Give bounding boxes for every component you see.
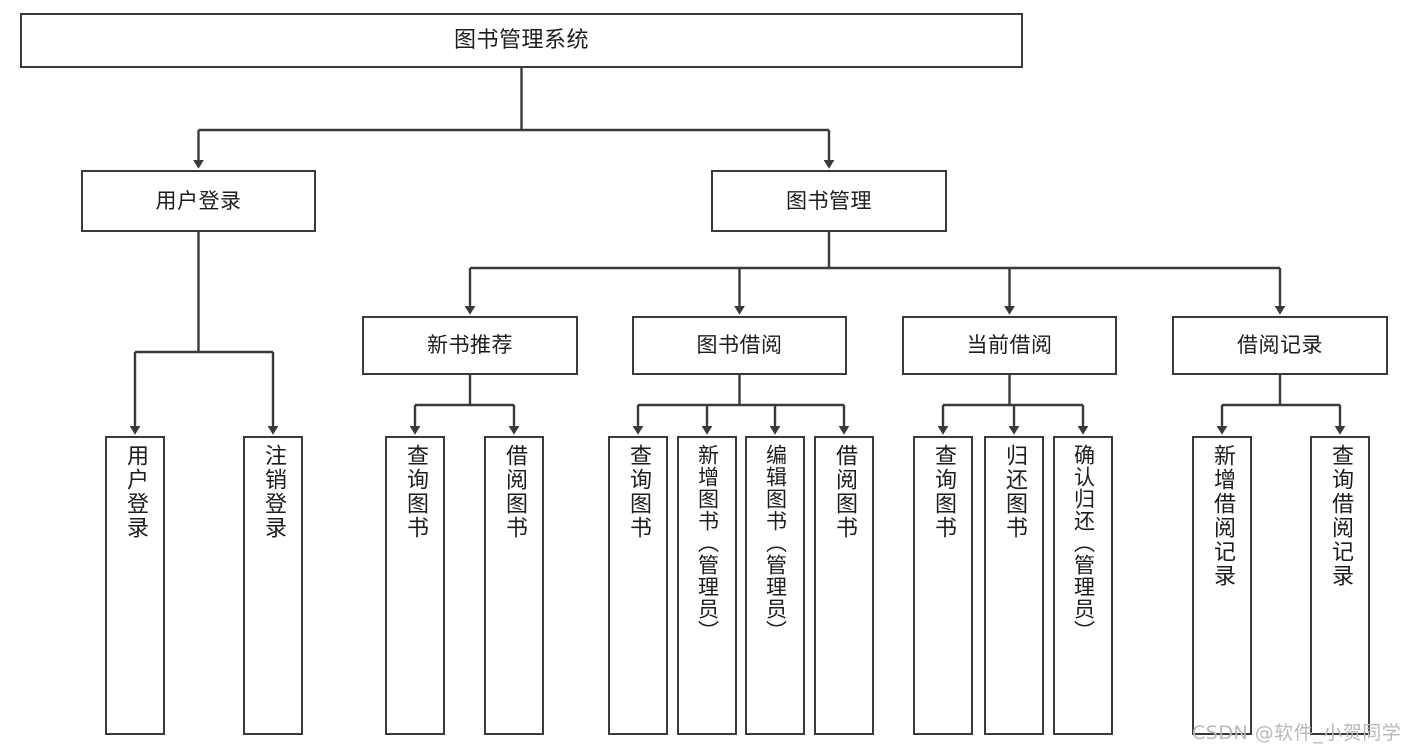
node-borrow-record[interactable]: 借阅记录 (1172, 316, 1388, 375)
node-label-current-borrow: 当前借阅 (966, 333, 1053, 358)
node-label-leaf-confirm-return: 确认归还（管理员） (1071, 444, 1096, 642)
node-leaf-query-record[interactable]: 查询借阅记录 (1310, 436, 1370, 735)
node-user-login[interactable]: 用户登录 (81, 170, 316, 232)
node-leaf-query-book-2[interactable]: 查询图书 (608, 436, 668, 735)
csdn-watermark: CSDN @软件_小贺同学 (1192, 722, 1402, 744)
node-leaf-borrow-book-1[interactable]: 借阅图书 (484, 436, 544, 735)
node-leaf-query-book-3[interactable]: 查询图书 (913, 436, 973, 735)
node-leaf-query-book-1[interactable]: 查询图书 (385, 436, 445, 735)
node-label-new-book-recommend: 新书推荐 (427, 333, 513, 358)
node-current-borrow[interactable]: 当前借阅 (902, 316, 1117, 375)
node-label-leaf-add-book: 新增图书（管理员） (695, 444, 720, 642)
node-leaf-user-login[interactable]: 用户登录 (105, 436, 165, 735)
node-book-management[interactable]: 图书管理 (711, 170, 947, 232)
node-leaf-add-record[interactable]: 新增借阅记录 (1192, 436, 1252, 735)
node-leaf-edit-book[interactable]: 编辑图书（管理员） (745, 436, 805, 735)
node-leaf-confirm-return[interactable]: 确认归还（管理员） (1053, 436, 1113, 735)
node-label-leaf-borrow-book-1: 借阅图书 (502, 444, 527, 540)
node-label-book-management: 图书管理 (786, 188, 872, 213)
node-label-leaf-edit-book: 编辑图书（管理员） (763, 444, 788, 642)
node-leaf-add-book[interactable]: 新增图书（管理员） (677, 436, 737, 735)
node-label-leaf-query-book-2: 查询图书 (626, 444, 651, 540)
node-label-root: 图书管理系统 (453, 27, 589, 53)
node-book-borrow[interactable]: 图书借阅 (632, 316, 847, 375)
node-leaf-borrow-book-2[interactable]: 借阅图书 (814, 436, 874, 735)
node-label-leaf-return-book: 归还图书 (1002, 444, 1027, 540)
node-label-leaf-add-record: 新增借阅记录 (1210, 444, 1235, 588)
node-label-leaf-user-logout: 注销登录 (261, 444, 286, 540)
node-leaf-user-logout[interactable]: 注销登录 (243, 436, 303, 735)
node-label-leaf-query-book-1: 查询图书 (403, 444, 428, 540)
node-label-user-login: 用户登录 (155, 188, 242, 213)
node-label-leaf-query-book-3: 查询图书 (931, 444, 956, 540)
node-new-book-recommend[interactable]: 新书推荐 (362, 316, 578, 375)
node-root[interactable]: 图书管理系统 (20, 13, 1023, 68)
node-leaf-return-book[interactable]: 归还图书 (984, 436, 1044, 735)
node-label-leaf-user-login: 用户登录 (123, 444, 148, 540)
node-label-borrow-record: 借阅记录 (1237, 333, 1323, 358)
node-label-book-borrow: 图书借阅 (696, 333, 783, 358)
node-label-leaf-borrow-book-2: 借阅图书 (832, 444, 857, 540)
node-label-leaf-query-record: 查询借阅记录 (1328, 444, 1353, 588)
